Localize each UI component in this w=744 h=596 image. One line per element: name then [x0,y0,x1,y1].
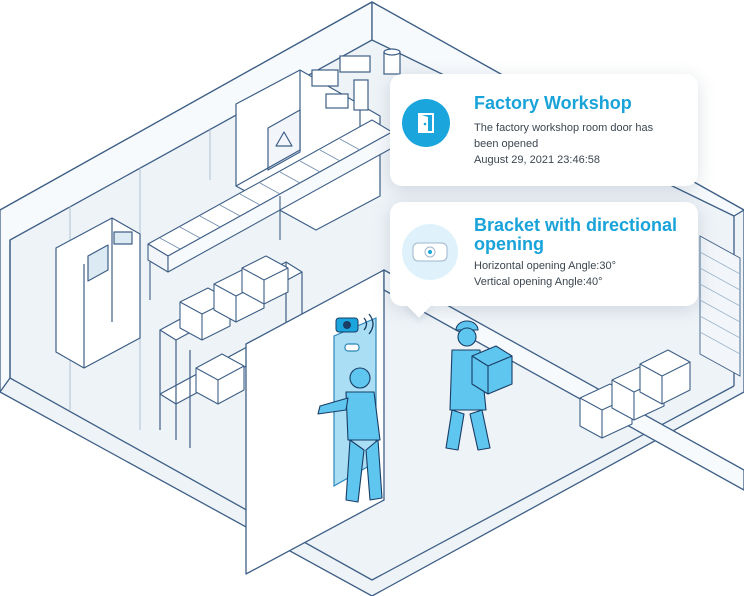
notification-title: Factory Workshop [474,93,632,113]
control-cabinet [55,217,141,369]
door-icon-badge [402,99,450,147]
notification-message: The factory workshop room door has been … [474,122,654,150]
bracket-info-card: Bracket with directional opening Horizon… [390,202,698,318]
sensor-device-icon [412,242,448,262]
horizontal-angle: Horizontal opening Angle:30° [474,260,617,272]
door-notification-card: Factory Workshop The factory workshop ro… [390,74,698,186]
bracket-title: Bracket with directional opening [474,215,678,254]
worker-with-boxes [445,320,513,451]
door-sensor [335,313,374,335]
vertical-angle: Vertical opening Angle:40° [474,276,603,288]
sensor-icon-badge [402,224,458,280]
door-icon [418,113,434,133]
shelf-boxes [179,255,289,405]
robot-arms [311,48,401,130]
worker-at-door [317,367,383,503]
roller-shutter [699,235,741,377]
floor-boxes [579,349,691,439]
notification-timestamp: August 29, 2021 23:46:58 [474,154,600,166]
